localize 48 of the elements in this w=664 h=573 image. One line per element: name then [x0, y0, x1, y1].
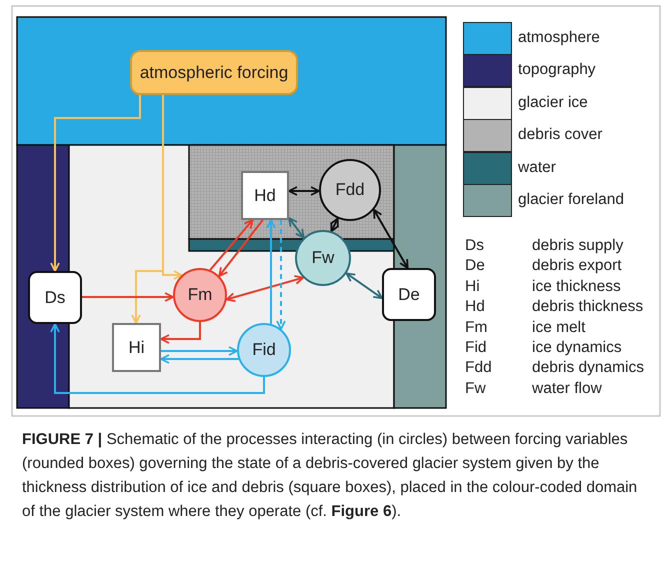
arrow	[209, 219, 254, 271]
node-label: Fdd	[335, 180, 365, 200]
legend-label: atmosphere	[518, 29, 600, 47]
legend-label: topography	[518, 61, 596, 80]
node-label: De	[398, 284, 420, 304]
legend-label: glacier ice	[518, 94, 588, 112]
arrow	[266, 219, 276, 324]
arrow	[82, 292, 174, 302]
legend-label: water	[518, 158, 556, 177]
arrow	[346, 272, 383, 300]
arrow	[50, 323, 265, 394]
arrow	[50, 95, 141, 272]
arrow	[288, 186, 320, 196]
node-label: Hi	[128, 338, 145, 358]
arrow	[330, 218, 340, 232]
abbreviation: Ds	[465, 237, 484, 255]
arrow	[218, 219, 264, 277]
abbreviation: Fm	[465, 318, 488, 337]
abbreviation-meaning: debris export	[532, 257, 622, 276]
node-label: Fw	[312, 248, 334, 268]
abbreviation-meaning: debris thickness	[532, 298, 644, 316]
arrow	[288, 217, 305, 239]
legend-label: glacier foreland	[518, 191, 624, 209]
node-label: Fid	[252, 340, 276, 360]
abbreviation: Fw	[465, 380, 486, 398]
arrow	[160, 322, 201, 344]
arrow	[373, 208, 409, 269]
abbreviation-meaning: ice dynamics	[532, 339, 622, 357]
abbreviation-meaning: ice thickness	[532, 278, 621, 296]
arrow	[160, 354, 239, 364]
abbreviation-meaning: debris supply	[532, 237, 624, 255]
figure-caption: FIGURE 7 | Schematic of the processes interacting (in circles) between forcing variables (rounded boxes) governing the state of a debris-covered glacier system given by the thickness distribution of ice and debris (square boxes), placed in the colour-coded domain of the glacier system where they operate (cf. Figure 6).	[22, 430, 638, 522]
abbreviation-meaning: debris dynamics	[532, 359, 644, 378]
abbreviation: Hd	[465, 298, 485, 316]
node-label: Hd	[254, 186, 276, 206]
legend-label: debris cover	[518, 126, 602, 144]
node-label: atmospheric forcing	[140, 62, 288, 82]
abbreviation-meaning: water flow	[532, 380, 602, 398]
arrow	[276, 220, 286, 330]
abbreviation: Hi	[465, 278, 480, 296]
abbreviation-meaning: ice melt	[532, 318, 586, 337]
arrow	[226, 275, 304, 302]
abbreviation: Fdd	[465, 359, 492, 378]
node-label: Fm	[188, 285, 212, 305]
node-label: Ds	[44, 288, 66, 308]
arrow	[161, 346, 238, 356]
abbreviation: De	[465, 257, 485, 276]
abbreviation: Fid	[465, 339, 487, 357]
